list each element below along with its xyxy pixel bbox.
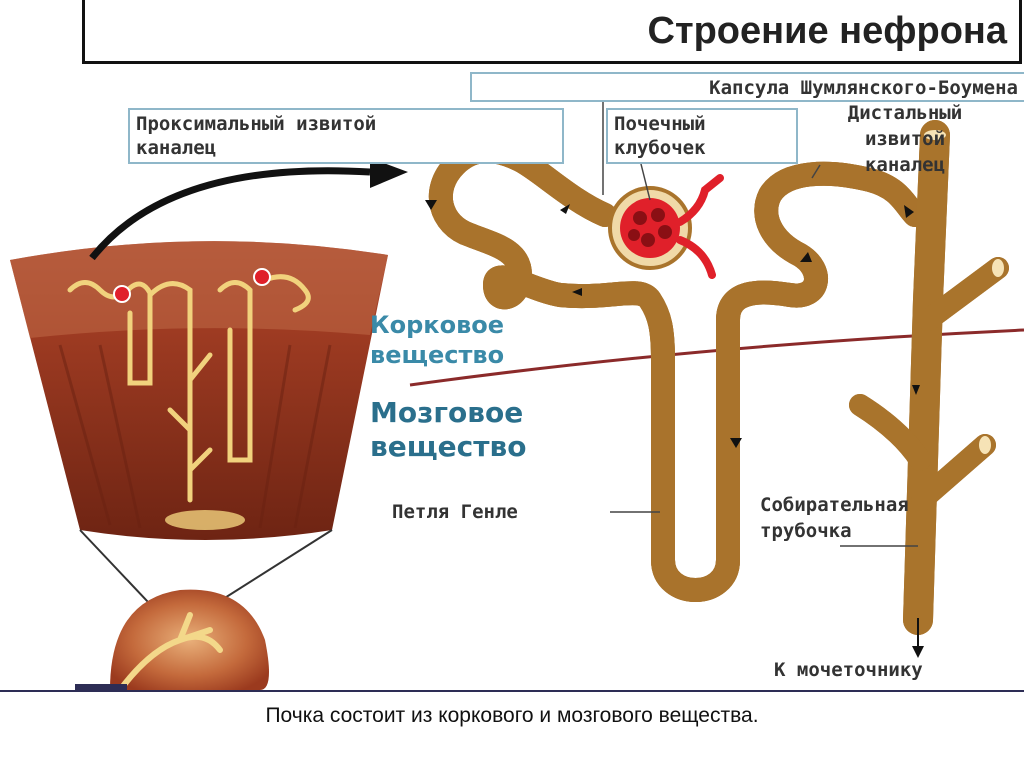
caption-bar: [0, 690, 1024, 769]
slide-caption: Почка состоит из коркового и мозгового в…: [265, 704, 759, 727]
proximal-tubule-label: Проксимальный извитой каналец: [128, 108, 564, 164]
afferent-vessel: [676, 174, 724, 226]
page-title: Строение нефрона: [647, 10, 1007, 52]
ureter-arrow-icon: [912, 646, 924, 658]
wedge-glomerulus-1: [113, 285, 131, 303]
loop-of-henle-label: Петля Генле: [392, 501, 518, 523]
flow-arrows: [425, 200, 920, 448]
cortex-label: Корковое вещество: [370, 311, 505, 369]
medulla-label: Мозговое вещество: [370, 396, 527, 463]
bowman-capsule: [608, 186, 692, 270]
collecting-duct-label: Собирательная трубочка: [760, 494, 909, 542]
distal-tubule-label: Дистальный извитой каналец: [847, 102, 963, 176]
capsule-label: Капсула Шумлянского-Боумена: [470, 72, 1024, 102]
wedge-glomerulus-2: [253, 268, 271, 286]
glomerulus-label: Почечный клубочек: [606, 108, 798, 164]
collecting-duct: [849, 120, 1009, 635]
efferent-vessel: [676, 236, 716, 279]
medulla-striations: [58, 344, 332, 529]
nephron-diagram: [10, 100, 1024, 690]
wedge-papilla: [165, 510, 245, 530]
title-box: Строение нефрона: [82, 0, 1022, 64]
pointer-arrow-head: [370, 158, 408, 188]
ureter-label: К мочеточнику: [774, 659, 923, 681]
renal-pelvis: [117, 612, 223, 690]
pointer-arrow: [89, 167, 371, 261]
caption-accent: [75, 684, 127, 690]
nephron-tubule: [441, 151, 927, 590]
cortex-band: [10, 241, 388, 338]
